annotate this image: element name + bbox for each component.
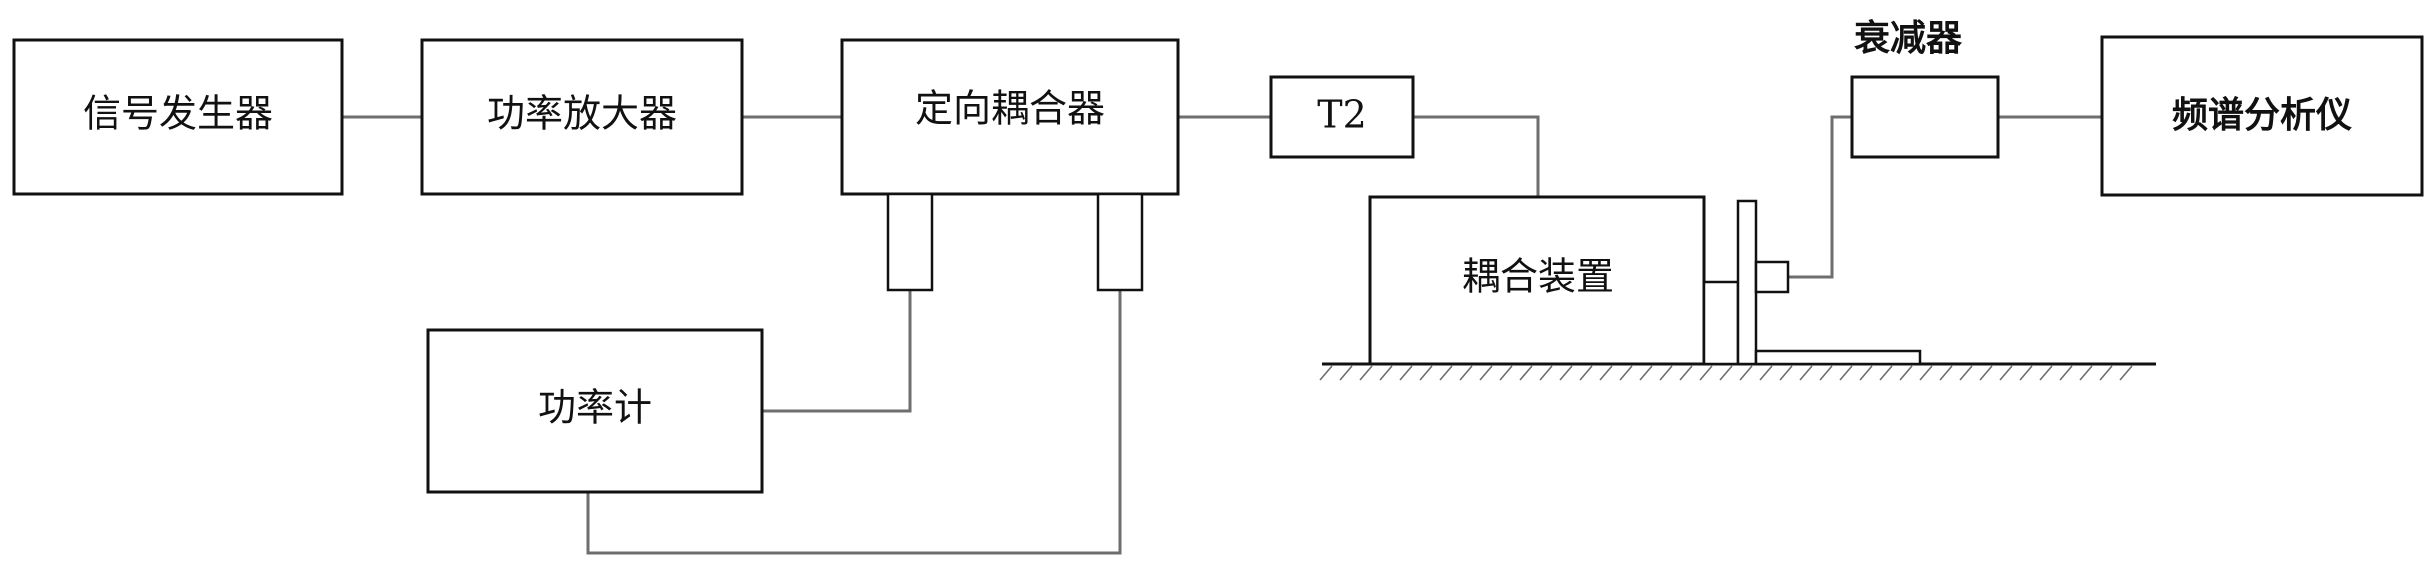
hatch-mark <box>2119 365 2133 381</box>
hatch-mark <box>1439 365 1453 381</box>
hatch-mark <box>1599 365 1613 381</box>
signal-generator-box <box>12 38 344 196</box>
hatch-mark <box>1359 365 1373 381</box>
hatch-mark <box>1379 365 1393 381</box>
hatch-mark <box>2059 365 2073 381</box>
t2-box <box>1269 75 1415 159</box>
hatch-mark <box>1319 365 1333 381</box>
hatch-mark <box>1579 365 1593 381</box>
coupling-device-probe-connector <box>1754 260 1790 294</box>
hatch-mark <box>2099 365 2113 381</box>
coupling-device-base-plate <box>1754 349 1922 366</box>
hatch-mark <box>1339 365 1353 381</box>
directional-coupler-box <box>840 38 1180 196</box>
spectrum-analyzer-box <box>2100 35 2424 197</box>
power-meter-label: 功率计 <box>538 386 652 430</box>
hatch-mark <box>1419 365 1433 381</box>
spectrum-analyzer-label: 频谱分析仪 <box>2172 95 2352 136</box>
wire-probe-attenuator <box>1788 115 1852 279</box>
hatch-mark <box>1859 365 1873 381</box>
wire-coupler-port2-power-meter <box>586 290 1122 555</box>
hatch-mark <box>1959 365 1973 381</box>
hatch-mark <box>1519 365 1533 381</box>
hatch-mark <box>2039 365 2053 381</box>
power-amplifier-box <box>420 38 744 196</box>
hatch-mark <box>1819 365 1833 381</box>
hatch-mark <box>1639 365 1653 381</box>
hatch-mark <box>2019 365 2033 381</box>
hatch-mark <box>1679 365 1693 381</box>
hatch-mark <box>2079 365 2093 381</box>
hatch-mark <box>1999 365 2013 381</box>
coupling-device-side-block <box>1702 280 1740 366</box>
coupling-device-label: 耦合装置 <box>1462 255 1614 299</box>
hatch-mark <box>1559 365 1573 381</box>
hatch-mark <box>1919 365 1933 381</box>
coupler-port-1 <box>886 192 934 292</box>
wire-t2-coupling-device <box>1413 115 1540 197</box>
hatch-mark <box>1879 365 1893 381</box>
attenuator-box <box>1850 75 2000 159</box>
power-meter-box <box>426 328 764 494</box>
hatch-mark <box>1459 365 1473 381</box>
hatch-mark <box>1739 365 1753 381</box>
hatch-mark <box>1719 365 1733 381</box>
coupling-device-vertical-plate <box>1736 199 1758 366</box>
hatch-mark <box>1839 365 1853 381</box>
hatch-mark <box>1619 365 1633 381</box>
hatch-mark <box>1399 365 1413 381</box>
power-amplifier-label: 功率放大器 <box>487 92 677 136</box>
hatch-mark <box>1479 365 1493 381</box>
hatch-mark <box>1539 365 1553 381</box>
directional-coupler-label: 定向耦合器 <box>915 87 1105 131</box>
ground-hatching <box>1319 365 2133 381</box>
hatch-mark <box>1699 365 1713 381</box>
coupling-device-box <box>1368 195 1706 366</box>
coupler-port-2 <box>1096 192 1144 292</box>
hatch-mark <box>1499 365 1513 381</box>
hatch-mark <box>1899 365 1913 381</box>
hatch-mark <box>1799 365 1813 381</box>
t2-label: T2 <box>1317 93 1367 137</box>
hatch-mark <box>1779 365 1793 381</box>
hatch-mark <box>1759 365 1773 381</box>
attenuator-label: 衰减器 <box>1854 18 1963 59</box>
signal-generator-label: 信号发生器 <box>83 92 273 136</box>
hatch-mark <box>1979 365 1993 381</box>
hatch-mark <box>1659 365 1673 381</box>
hatch-mark <box>1939 365 1953 381</box>
wire-coupler-port1-power-meter <box>762 290 912 413</box>
